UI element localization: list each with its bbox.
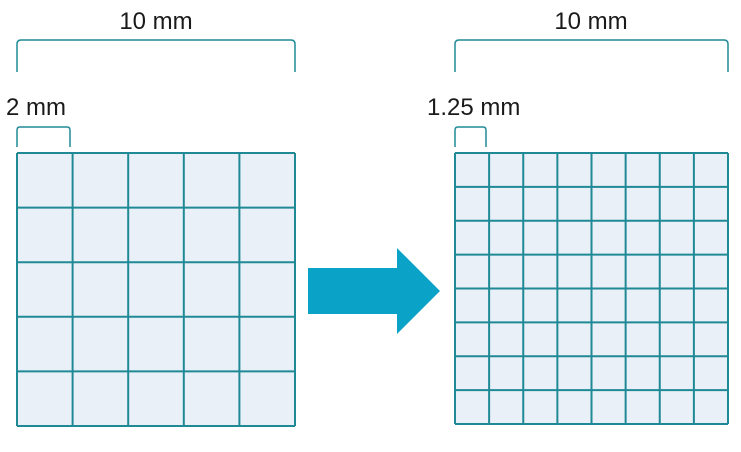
right-grid	[454, 152, 729, 425]
right-cell-bracket	[454, 126, 487, 147]
left-total-label: 10 mm	[119, 8, 192, 35]
left-cell-label: 2 mm	[6, 94, 66, 121]
left-total-bracket	[16, 39, 296, 72]
left-grid-background	[17, 153, 295, 426]
left-panel: 10 mm 2 mm	[6, 8, 296, 427]
right-total-bracket	[454, 39, 729, 72]
right-arrow-icon	[308, 248, 440, 334]
left-cell-bracket	[16, 126, 71, 147]
left-grid	[16, 152, 296, 427]
right-total-label: 10 mm	[554, 8, 627, 35]
right-panel: 10 mm 1.25 mm	[427, 8, 729, 425]
right-cell-label: 1.25 mm	[427, 94, 520, 121]
